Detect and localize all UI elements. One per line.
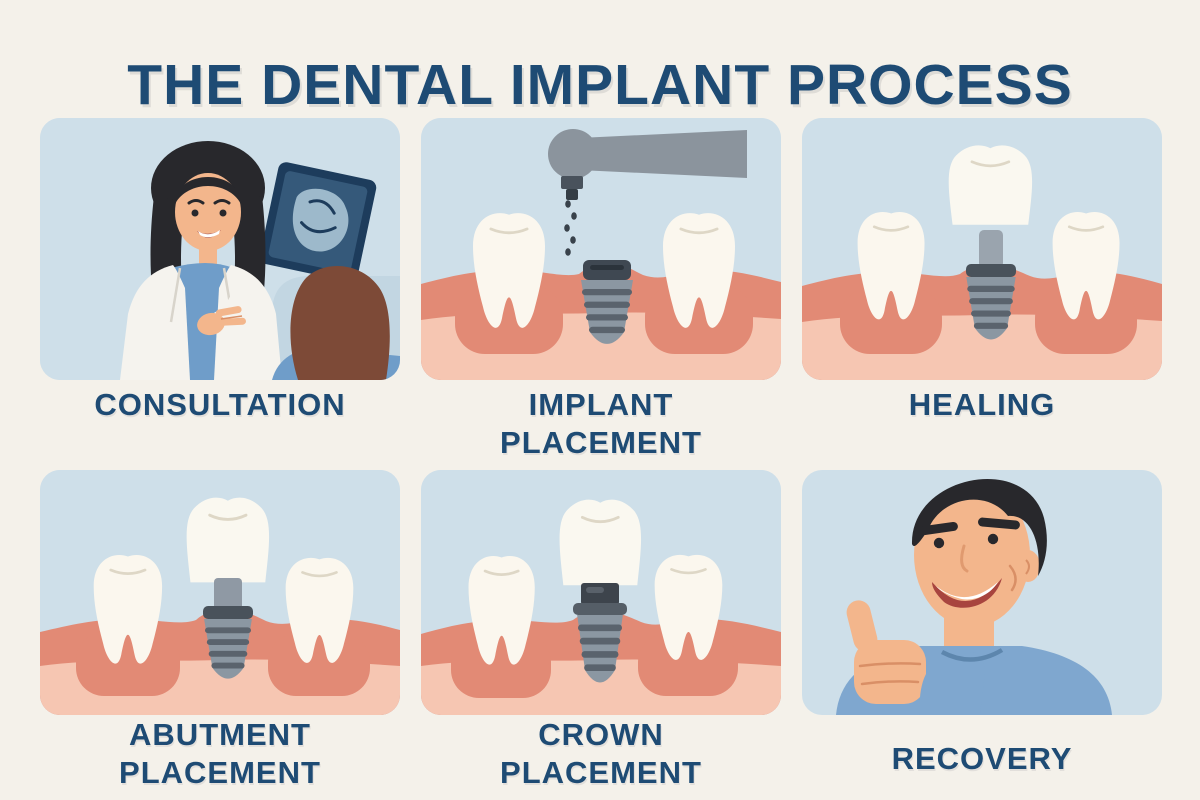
shirt-sleeve <box>919 652 985 715</box>
step-label-recovery: RECOVERY <box>891 741 1073 776</box>
crown-icon <box>947 144 1034 227</box>
patient-thumbs-up-illustration <box>802 470 1162 715</box>
step-label-healing: HEALING <box>908 387 1056 422</box>
crown-icon <box>558 498 643 587</box>
implant-icon <box>966 230 1016 340</box>
implant-icon <box>581 260 633 344</box>
step-panel-implant-placement <box>421 118 781 380</box>
drill-implant-illustration <box>421 118 781 380</box>
step-panel-abutment-placement <box>40 470 400 715</box>
patient-figure <box>272 266 400 380</box>
patient-hair <box>911 479 1047 576</box>
lab-coat <box>214 265 282 380</box>
step-panel-healing <box>802 118 1162 380</box>
lab-coat <box>120 265 190 380</box>
step-label-abutment-placement: ABUTMENT PLACEMENT <box>119 717 321 790</box>
happy-patient-face <box>911 479 1047 627</box>
xray-film-icon <box>259 162 377 282</box>
implant-healing-illustration <box>802 118 1162 380</box>
step-panel-recovery <box>802 470 1162 715</box>
thumbs-up-icon <box>846 600 926 704</box>
water-spray-droplets <box>564 200 577 256</box>
crown-on-implant-illustration <box>421 470 781 715</box>
crown-icon <box>185 496 271 584</box>
implant-icon <box>573 583 627 683</box>
patient-hair <box>290 266 390 380</box>
dentist-figure <box>120 141 282 380</box>
step-label-consultation: CONSULTATION <box>94 387 346 422</box>
step-label-implant-placement: IMPLANT PLACEMENT <box>500 387 702 460</box>
step-label-crown-placement: CROWN PLACEMENT <box>500 717 702 790</box>
dental-drill-icon <box>548 129 747 200</box>
gesturing-hand <box>197 306 246 336</box>
poster-title: THE DENTAL IMPLANT PROCESS <box>127 53 1073 118</box>
dentist-consultation-illustration <box>40 118 400 380</box>
shirt-collar <box>940 648 1004 662</box>
implant-icon <box>203 578 253 679</box>
step-panel-crown-placement <box>421 470 781 715</box>
step-panel-consultation <box>40 118 400 380</box>
abutment-with-crown-illustration <box>40 470 400 715</box>
